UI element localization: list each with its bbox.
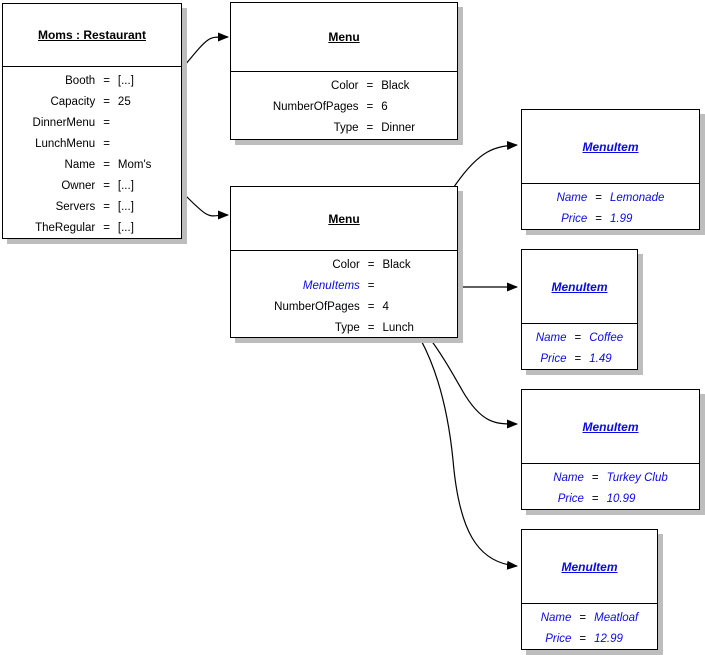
attribute-value: Mom's [117, 158, 152, 171]
attribute-value: 12.99 [594, 632, 623, 645]
object-title-label: Menu [328, 211, 360, 226]
attribute-equals: = [103, 179, 110, 192]
attribute-name: Owner [61, 179, 96, 192]
attribute-value: Black [381, 79, 410, 92]
object-title-label: MenuItem [582, 139, 639, 154]
attribute-value: [...] [117, 221, 134, 234]
attribute-value: Lemonade [610, 191, 665, 204]
attribute-value: [...] [117, 200, 134, 213]
attribute-value: Black [382, 258, 411, 271]
attribute-name: MenuItems [302, 279, 360, 292]
object-title: Menu [231, 3, 457, 72]
attribute-equals: = [367, 321, 375, 334]
attribute-value: 10.99 [606, 492, 636, 505]
object-title-label: Moms : Restaurant [37, 28, 147, 42]
attribute-name: Capacity [50, 95, 96, 108]
attribute-name: Price [545, 632, 572, 645]
attribute-equals: = [591, 471, 599, 484]
attribute-equals: = [103, 74, 110, 87]
attribute-equals: = [579, 632, 587, 645]
object-title-label: MenuItem [551, 279, 608, 294]
attribute-name: LunchMenu [35, 137, 96, 150]
attribute-equals: = [574, 331, 582, 344]
attribute-name: Name [556, 191, 588, 204]
attribute-name: Color [332, 258, 360, 271]
attribute-name: Booth [65, 74, 96, 87]
attribute-equals: = [591, 492, 599, 505]
attribute-name: Price [561, 212, 588, 225]
attribute-equals: = [103, 116, 110, 129]
attribute-value: 25 [117, 95, 131, 108]
attribute-equals: = [103, 158, 110, 171]
attribute-name: Name [535, 331, 567, 344]
object-title: Menu [231, 187, 457, 251]
object-title: MenuItem [522, 530, 657, 604]
object-title-label: MenuItem [561, 559, 618, 574]
attribute-name: TheRegular [35, 221, 96, 234]
attribute-name: Price [557, 492, 584, 505]
attribute-equals: = [367, 300, 375, 313]
attribute-equals: = [366, 121, 374, 134]
object-box-moms-restaurant[interactable]: Moms : Restaurant Booth = [...] Capacity = 25… [2, 3, 182, 239]
attribute-equals: = [595, 191, 603, 204]
attribute-value: Turkey Club [606, 471, 668, 484]
attribute-value: Lunch [382, 321, 414, 334]
object-title: Moms : Restaurant [3, 4, 181, 67]
attribute-equals: = [366, 79, 374, 92]
attribute-equals: = [595, 212, 603, 225]
attribute-value: 1.49 [589, 352, 612, 365]
attribute-name: Price [540, 352, 567, 365]
attribute-equals: = [367, 258, 375, 271]
attribute-value: Dinner [381, 121, 416, 134]
attribute-value: 4 [382, 300, 389, 313]
attribute-value: Meatloaf [594, 611, 639, 624]
attribute-name: NumberOfPages [274, 300, 360, 313]
attribute-equals: = [103, 95, 110, 108]
attribute-equals: = [103, 200, 110, 213]
attribute-value: [...] [117, 179, 134, 192]
attribute-name: Color [331, 79, 359, 92]
attribute-equals: = [367, 279, 375, 292]
attribute-name: Type [334, 321, 360, 334]
attribute-name: DinnerMenu [32, 116, 96, 129]
attribute-name: Name [540, 611, 572, 624]
attribute-value: [...] [117, 74, 134, 87]
attribute-name: Name [553, 471, 584, 484]
object-title: MenuItem [522, 110, 699, 184]
attribute-name: Servers [55, 200, 96, 213]
attribute-value: 6 [381, 100, 388, 113]
attribute-equals: = [579, 611, 587, 624]
object-title-label: Menu [328, 30, 360, 44]
attribute-equals: = [103, 137, 110, 150]
attribute-equals: = [366, 100, 374, 113]
object-title: MenuItem [522, 250, 637, 324]
attribute-value: Coffee [589, 331, 624, 344]
attribute-name: NumberOfPages [272, 100, 359, 113]
attribute-name: Type [333, 121, 359, 134]
attribute-value: 1.99 [610, 212, 633, 225]
attribute-equals: = [103, 221, 110, 234]
attribute-name: Name [64, 158, 96, 171]
object-title-label: MenuItem [582, 419, 639, 434]
object-title: MenuItem [522, 390, 699, 464]
attribute-equals: = [574, 352, 582, 365]
